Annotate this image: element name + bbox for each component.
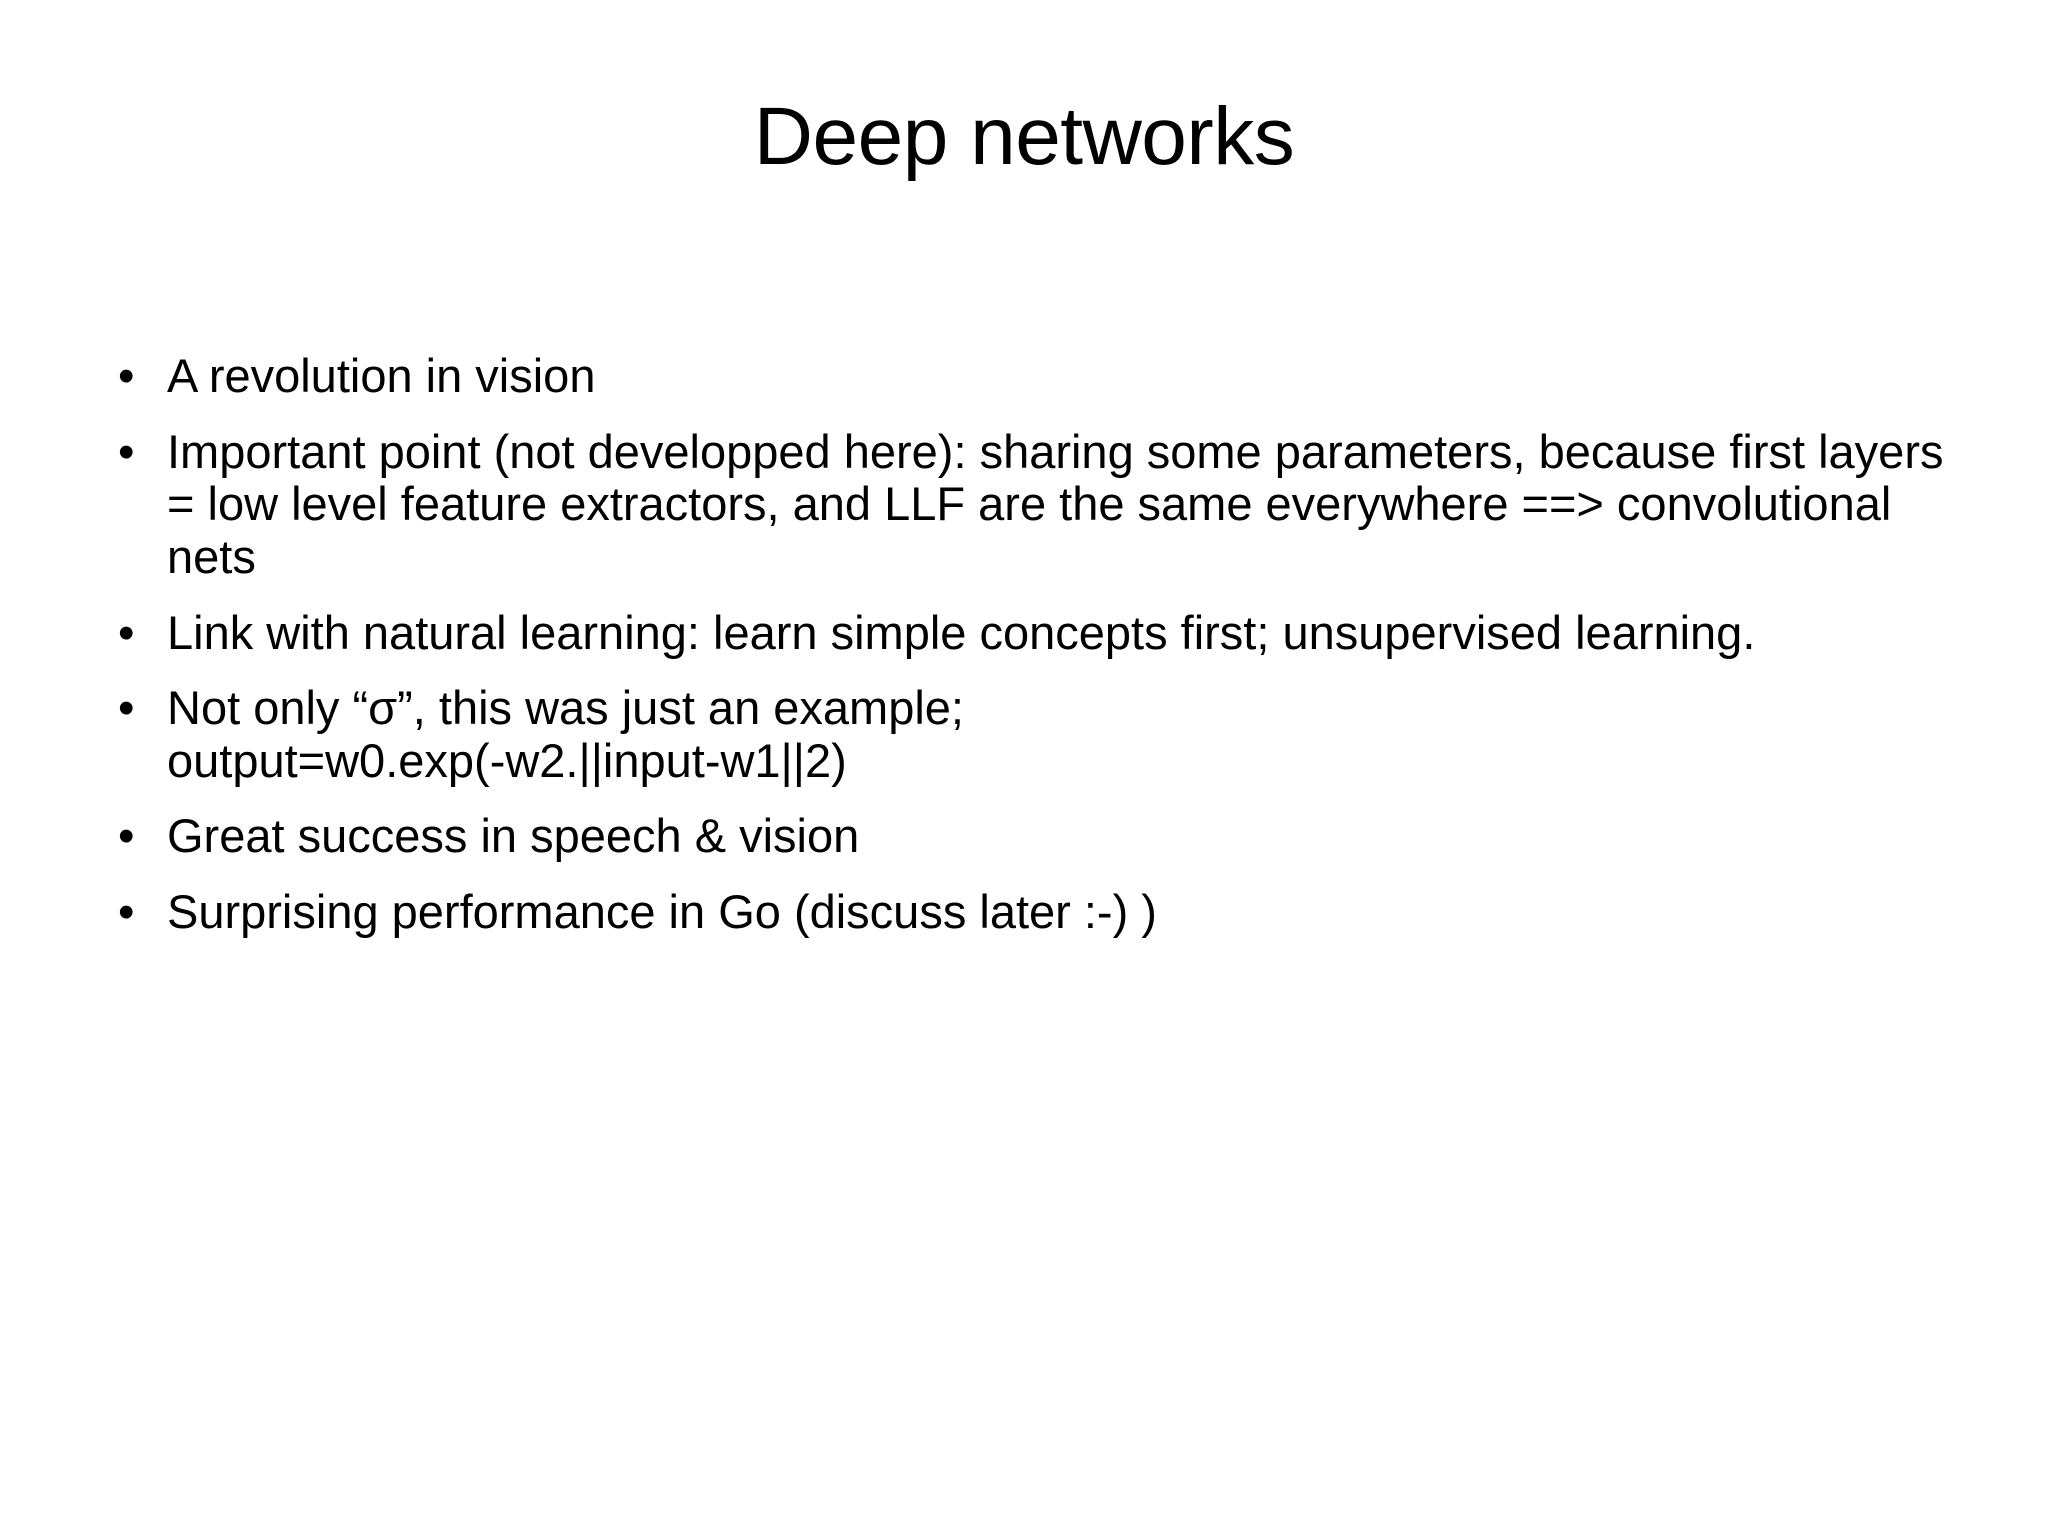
list-item-text: Not only “σ”, this was just an example; … — [167, 681, 964, 787]
bullet-dot-icon: • — [118, 681, 135, 735]
list-item[interactable]: • Surprising performance in Go (discuss … — [112, 885, 1972, 939]
list-item[interactable]: • Great success in speech & vision — [112, 810, 1972, 863]
page-title: Deep networks — [753, 91, 1295, 182]
bullet-dot-icon: • — [118, 605, 135, 659]
bullet-dot-icon: • — [118, 424, 135, 478]
list-item[interactable]: • Link with natural learning: learn simp… — [112, 605, 1972, 660]
list-item-text: Surprising performance in Go (discuss la… — [167, 885, 1157, 938]
bullet-dot-icon: • — [118, 349, 135, 402]
list-item[interactable]: • Not only “σ”, this was just an example… — [112, 681, 1972, 787]
bullet-dot-icon: • — [118, 809, 135, 863]
list-item-text: Link with natural learning: learn simple… — [167, 605, 1756, 659]
list-item[interactable]: • A revolution in vision — [112, 349, 1972, 403]
bullet-list: • A revolution in vision • Important poi… — [112, 349, 1972, 939]
list-item[interactable]: • Important point (not developped here):… — [112, 424, 1972, 584]
bullet-dot-icon: • — [118, 885, 135, 938]
slide-body: • A revolution in vision • Important poi… — [112, 349, 1972, 939]
list-item-text: Great success in speech & vision — [167, 809, 860, 863]
list-item-text: A revolution in vision — [167, 349, 596, 402]
list-item-text: Important point (not developped here): s… — [167, 424, 1944, 583]
